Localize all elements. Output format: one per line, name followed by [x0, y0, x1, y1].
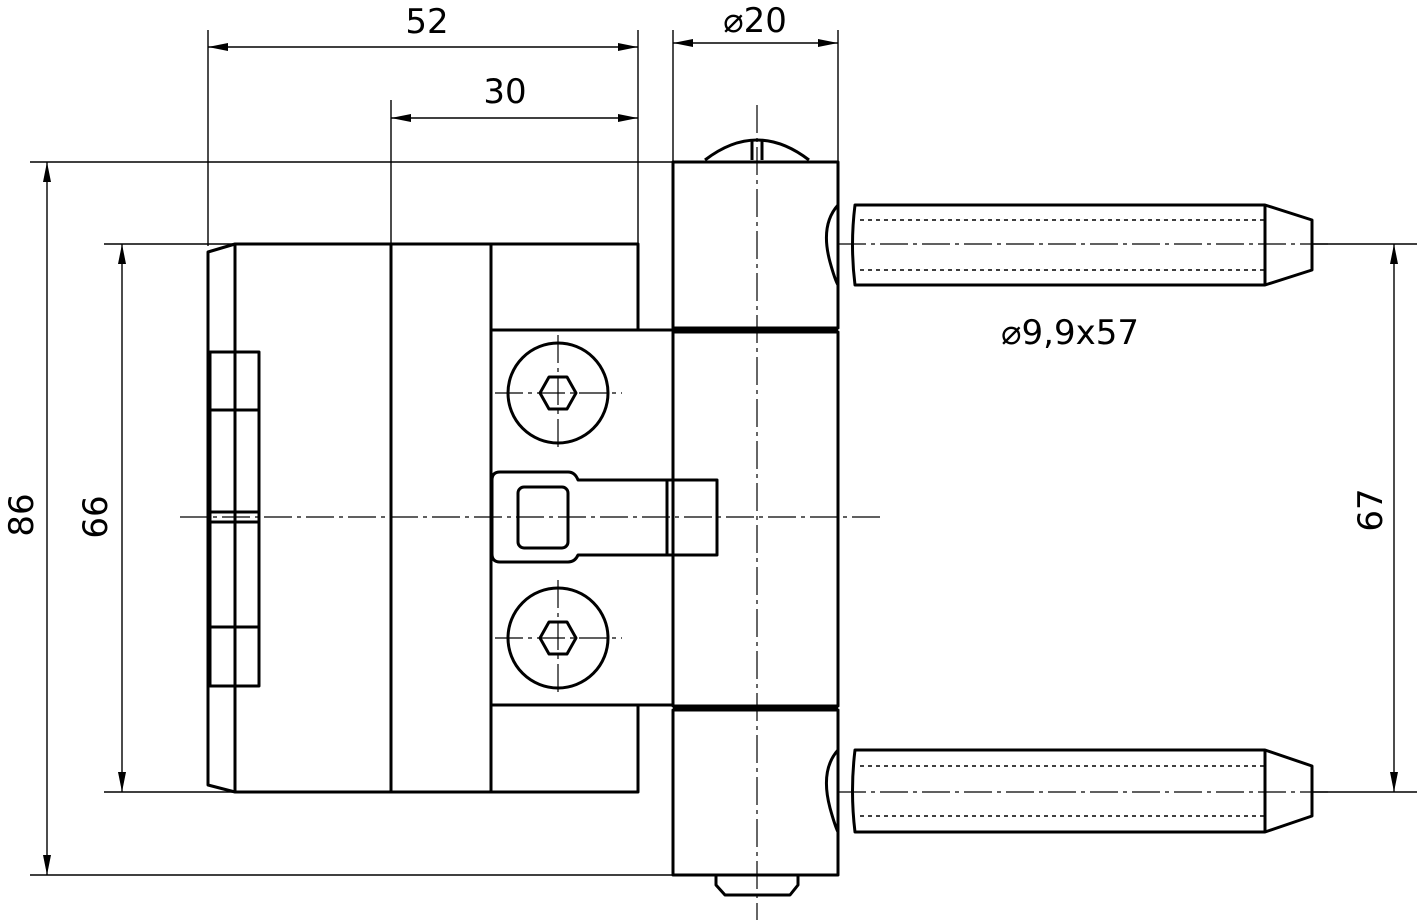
- dimension-diameter-20: ⌀20: [673, 1, 838, 47]
- dim-label-diameter-20: ⌀20: [723, 1, 787, 41]
- pin-spec-label: ⌀9,9x57: [1001, 313, 1139, 353]
- mounting-plate: [206, 242, 261, 794]
- dim-label-30: 30: [483, 72, 526, 112]
- dimension-52: 52: [208, 2, 638, 51]
- dim-label-66: 66: [76, 495, 116, 538]
- dim-label-52: 52: [405, 2, 448, 42]
- dim-label-67: 67: [1351, 488, 1391, 531]
- hex-screw-top: [495, 335, 622, 452]
- dimension-30: 30: [391, 72, 638, 122]
- centerlines: [180, 105, 1330, 920]
- dimension-67: 67: [1351, 244, 1398, 792]
- dimension-66: 66: [76, 244, 126, 792]
- dim-label-86: 86: [2, 493, 42, 536]
- threaded-pin-top: [824, 203, 1314, 287]
- dimension-86: 86: [2, 162, 51, 875]
- threaded-pin-bottom: [824, 748, 1314, 834]
- hex-screw-bottom: [495, 580, 622, 697]
- hinge-body: [235, 242, 673, 794]
- extension-lines: [30, 30, 1417, 876]
